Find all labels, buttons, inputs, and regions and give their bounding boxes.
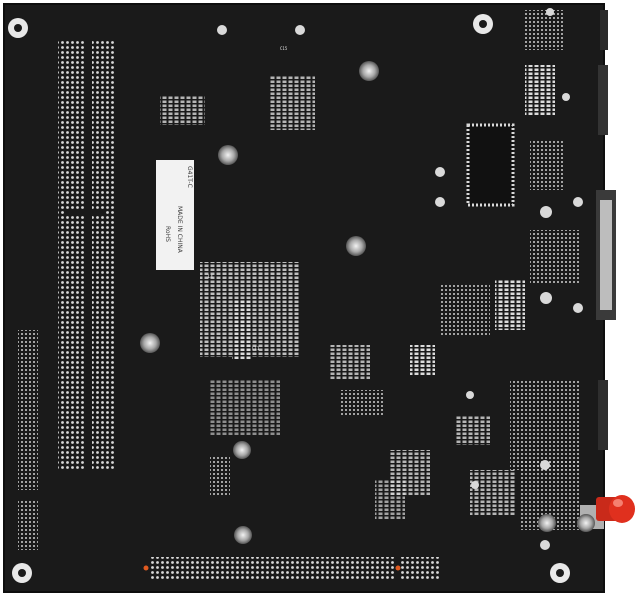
product-sticker: G41T-C MADE IN CHINA RoHS <box>156 160 194 270</box>
io-connector-audio <box>598 380 608 450</box>
chip-top-right <box>466 123 515 207</box>
io-connector-top <box>600 10 608 50</box>
dimm-pins-1 <box>58 40 86 470</box>
screw-hole-icons <box>8 14 570 583</box>
antenna-connector <box>580 495 635 529</box>
bottom-connector-pins <box>150 557 395 581</box>
sticker-origin: MADE IN CHINA <box>176 206 183 254</box>
silk-l11: L11 <box>252 346 260 351</box>
sticker-rohs: RoHS <box>164 226 171 242</box>
dimm-pins-2 <box>92 40 114 470</box>
sticker-model: G41T-C <box>186 166 193 188</box>
screw-icons <box>140 61 595 544</box>
io-connector-usb <box>598 65 608 135</box>
silk-c15: C15 <box>280 46 288 51</box>
silk-l4: L4 <box>208 274 213 279</box>
